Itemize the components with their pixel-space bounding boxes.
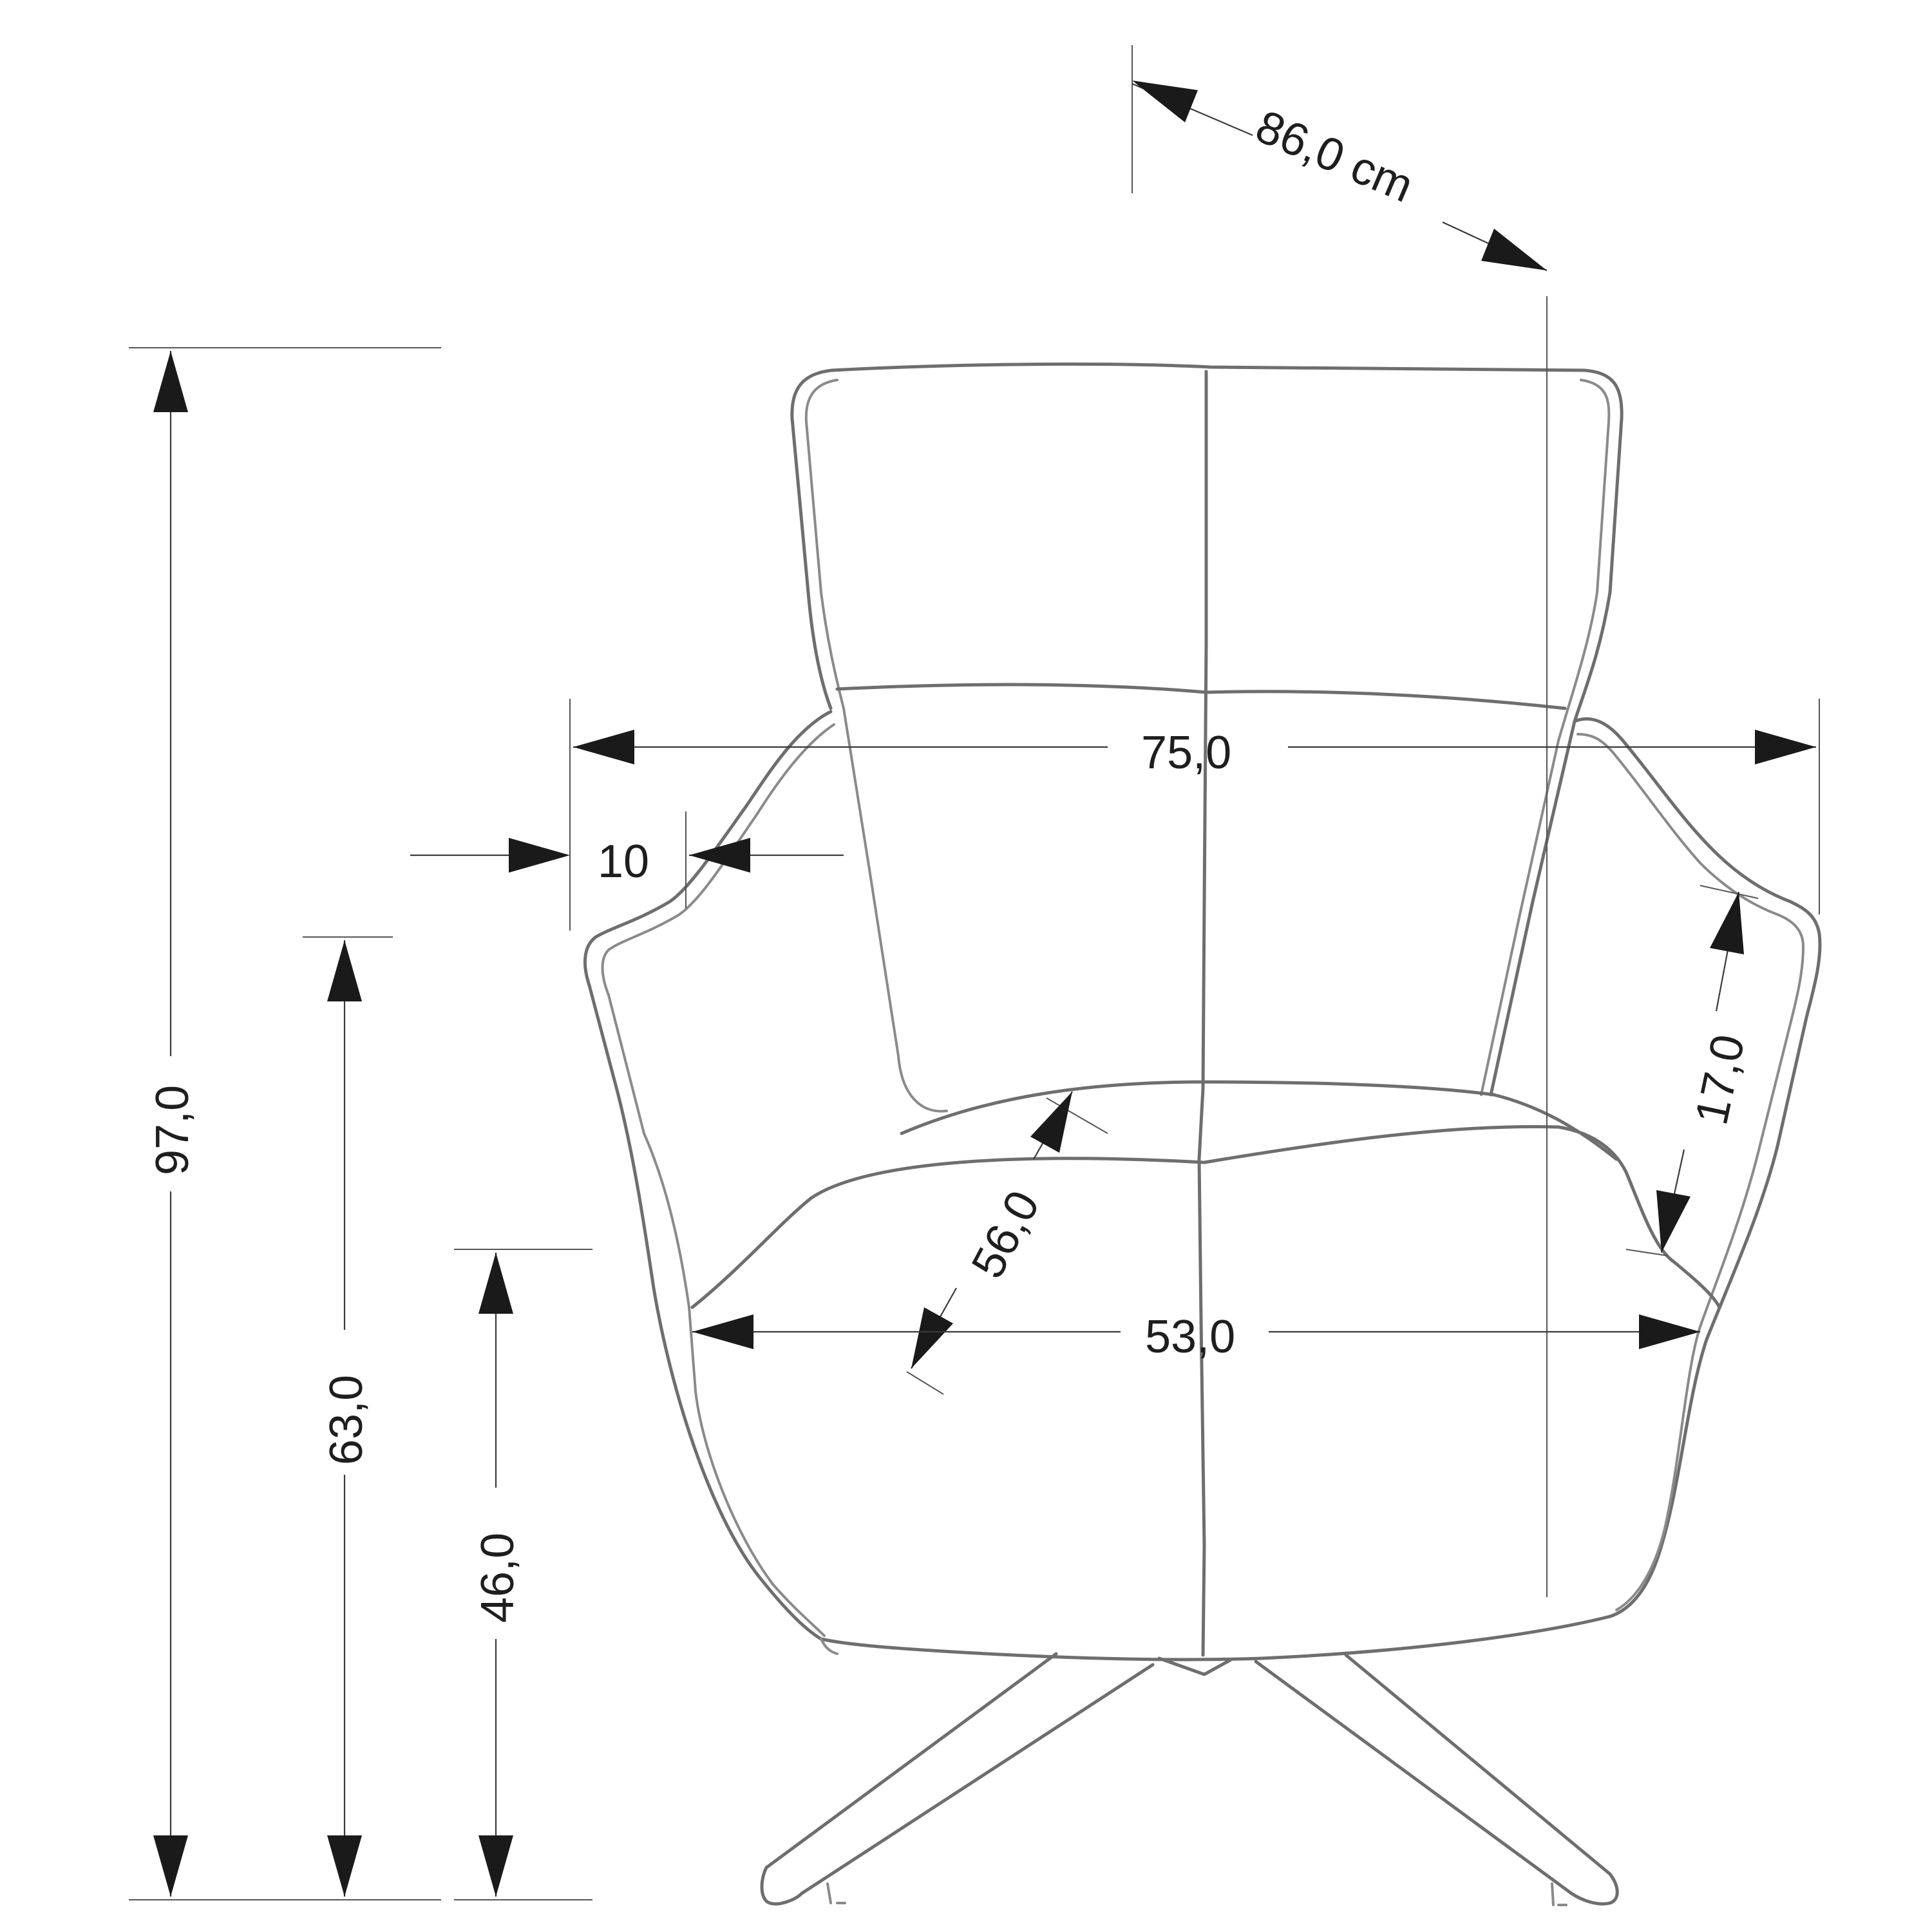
seat-seam (1197, 1086, 1206, 1657)
dimension-seat-height: 46,0 (454, 1249, 592, 1900)
seat-width-label: 53,0 (1145, 1311, 1235, 1363)
backrest-outer-left (790, 368, 834, 710)
armrest-height-label: 63,0 (321, 1375, 372, 1465)
seat-height-arrow-bottom (478, 1835, 513, 1897)
dimension-seat-width: 53,0 (692, 1311, 1700, 1363)
backrest-inner-right (1480, 379, 1611, 1096)
depth-arrow-end (1481, 229, 1547, 270)
seat-height-arrow-top (478, 1253, 513, 1314)
dimension-armrest-width: 10 (410, 811, 844, 908)
dimension-armrest-height: 63,0 (303, 936, 393, 1897)
seat-cushion-front (690, 1124, 1721, 1309)
base-hub (1157, 1656, 1232, 1676)
right-armrest-outer (1573, 717, 1822, 1618)
armrest-width-arrow-right (689, 838, 750, 873)
seat-bottom-edge (819, 1615, 1612, 1662)
armrest-height-arrow-bottom (327, 1835, 362, 1897)
dimension-total-height: 97,0 (129, 347, 441, 1900)
armrest-width-label: 10 (598, 836, 649, 887)
dimension-depth: 86,0 cm (1132, 45, 1548, 1597)
armrest-width-arrow-left (509, 838, 570, 873)
left-armrest-outer (583, 710, 833, 1641)
leg-front-left (760, 1652, 1155, 1906)
backrest-seam (1201, 370, 1208, 1090)
left-armrest-inner (601, 723, 835, 1637)
swivel-base (760, 1652, 1619, 1906)
seat-depth-arrow-bottom (911, 1307, 953, 1368)
armrest-to-seat-arrow-top (1710, 892, 1744, 954)
leg-front-right (1254, 1653, 1619, 1906)
chair-outline (583, 362, 1822, 1662)
total-width-arrow-left (573, 730, 634, 764)
dimension-total-width: 75,0 (569, 699, 1820, 931)
total-width-arrow-right (1755, 730, 1816, 764)
dimension-armrest-to-seat: 17,0 (1625, 885, 1759, 1256)
total-height-arrow-bottom (153, 1835, 188, 1897)
seat-width-arrow-right (1639, 1314, 1700, 1349)
armrest-to-seat-arrow-bottom (1656, 1190, 1690, 1253)
seat-bottom-lip (820, 1638, 838, 1655)
armrest-height-arrow-top (327, 940, 362, 1001)
armrest-to-seat-label: 17,0 (1685, 1030, 1754, 1130)
total-height-label: 97,0 (147, 1085, 198, 1175)
backrest-outer (830, 362, 1624, 1097)
seat-cushion-back (900, 1080, 1618, 1161)
backrest-horizontal-seam (835, 683, 1567, 710)
dimension-seat-depth: 56,0 (906, 1091, 1108, 1395)
right-armrest-inner (1577, 733, 1805, 1611)
seat-depth-label: 56,0 (961, 1182, 1049, 1286)
seat-width-arrow-left (692, 1314, 753, 1349)
total-width-label: 75,0 (1141, 727, 1231, 779)
depth-label: 86,0 cm (1249, 100, 1421, 213)
seat-height-label: 46,0 (472, 1533, 524, 1623)
leg-foot-right (1551, 1882, 1567, 1906)
total-height-arrow-top (153, 351, 188, 412)
backrest-inner (804, 379, 948, 1113)
leg-foot-left (826, 1882, 846, 1904)
seat-depth-arrow-top (1030, 1092, 1072, 1153)
depth-arrow-start (1132, 80, 1198, 122)
